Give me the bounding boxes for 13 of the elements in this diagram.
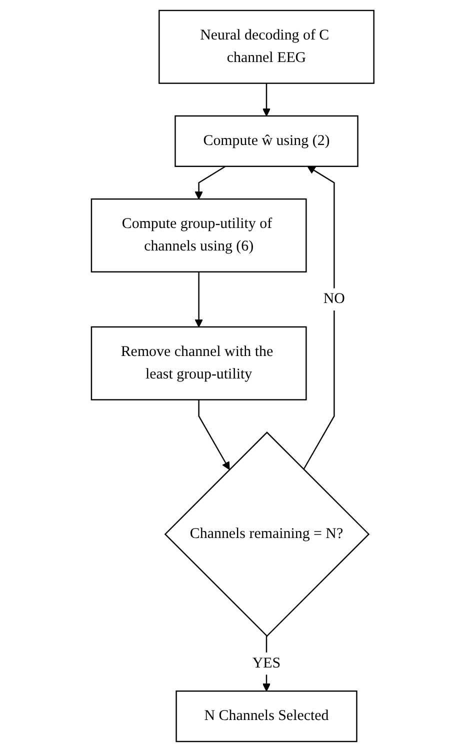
arrow bbox=[195, 166, 226, 200]
node-diamond: Channels remaining = N? bbox=[164, 432, 370, 637]
arrow bbox=[198, 400, 230, 470]
arrow bbox=[195, 272, 204, 328]
node-box: Compute group-utility of channels using (6) bbox=[91, 198, 308, 272]
edge-label: NO bbox=[324, 291, 346, 307]
node-box: Neural decoding of C channel EEG bbox=[158, 10, 375, 84]
arrow bbox=[262, 83, 271, 116]
edge-label: YES bbox=[252, 655, 281, 672]
node-box: Compute ŵ using (2) bbox=[174, 115, 359, 167]
arrow bbox=[303, 166, 336, 470]
node-box: N Channels Selected bbox=[176, 690, 358, 742]
node-box: Remove channel with the least group-utility bbox=[91, 326, 308, 400]
